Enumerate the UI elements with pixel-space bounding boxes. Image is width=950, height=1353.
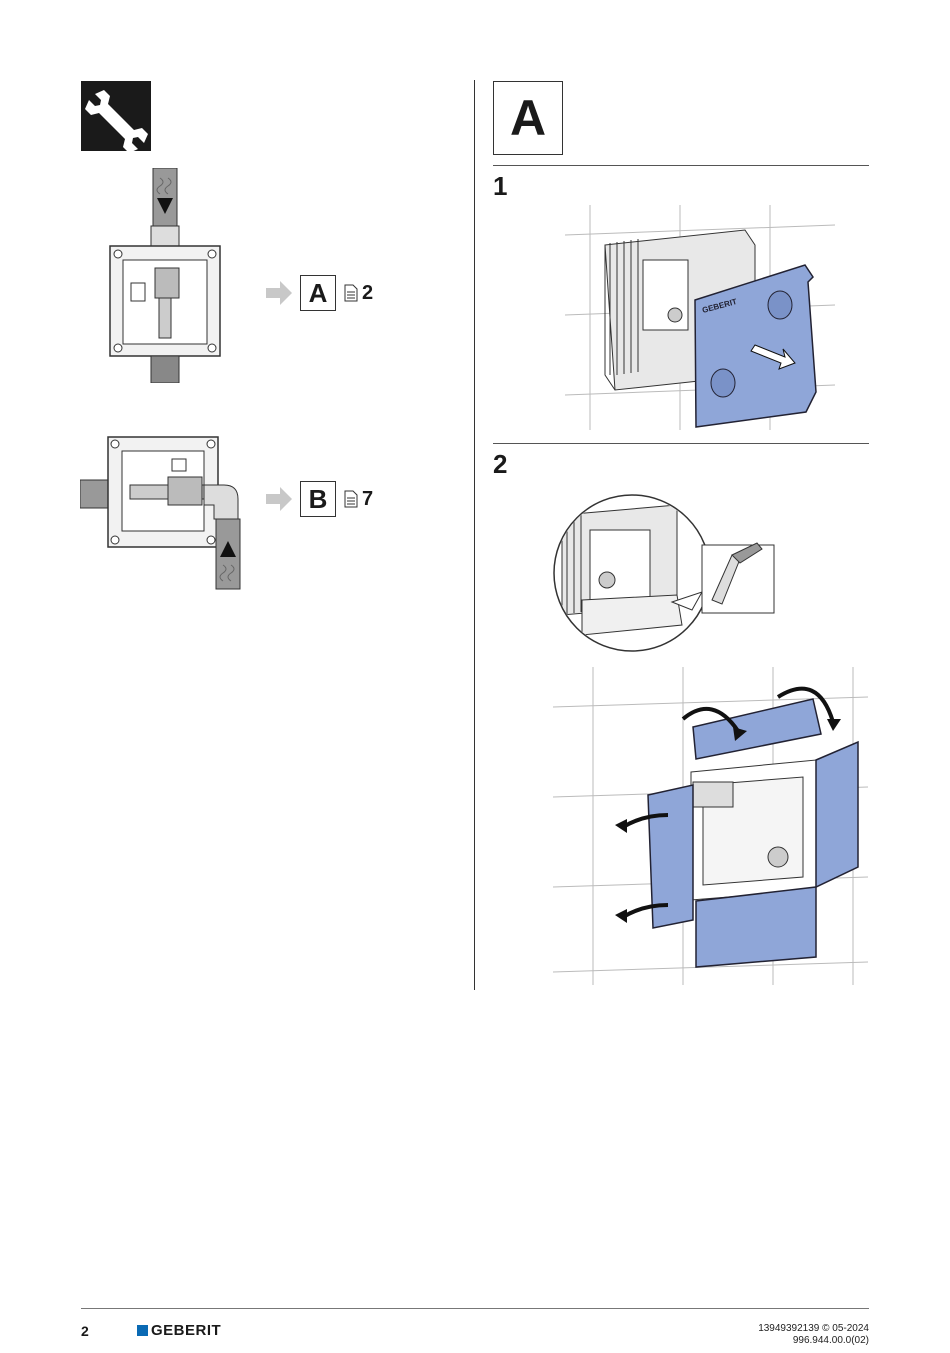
wrench-icon-badge xyxy=(81,81,151,151)
route-a-reference: A 2 xyxy=(266,275,373,311)
route-a-label: A xyxy=(300,275,336,311)
document-reference: 996.944.00.0(02) xyxy=(792,1335,869,1346)
route-b-reference: B 7 xyxy=(266,481,373,517)
arrow-right-icon xyxy=(266,487,292,511)
step-2-rule xyxy=(493,443,869,444)
step-1-number: 1 xyxy=(493,171,508,201)
route-a-page-number: 2 xyxy=(362,281,374,304)
wrench-icon xyxy=(85,90,148,151)
route-a-page: 2 xyxy=(344,282,373,305)
route-b-page: 7 xyxy=(344,488,373,511)
brand-logo: GEBERIT xyxy=(137,1322,221,1339)
footer-rule xyxy=(81,1308,869,1309)
brand-name: GEBERIT xyxy=(151,1322,222,1339)
step-2-cut-detail-illustration xyxy=(552,490,777,655)
installation-side-entry-illustration xyxy=(80,435,250,590)
brand-square-icon xyxy=(137,1325,148,1336)
document-page-icon xyxy=(344,490,358,508)
page-number: 2 xyxy=(81,1323,89,1339)
section-label: A xyxy=(493,81,563,155)
step-1-rule xyxy=(493,165,869,166)
step-2-fold-flaps-illustration xyxy=(553,667,868,985)
column-divider xyxy=(474,80,475,990)
step-1-remove-cover-illustration: GEBERIT xyxy=(565,205,835,430)
step-2-number: 2 xyxy=(493,449,508,479)
document-id: 13949392139 © 05-2024 xyxy=(758,1323,869,1334)
arrow-right-icon xyxy=(266,281,292,305)
document-page-icon xyxy=(344,284,358,302)
route-b-page-number: 7 xyxy=(362,487,374,510)
route-b-label: B xyxy=(300,481,336,517)
document-info: 13949392139 © 05-2024 996.944.00.0(02) xyxy=(758,1323,869,1347)
installation-top-entry-illustration xyxy=(105,168,225,383)
